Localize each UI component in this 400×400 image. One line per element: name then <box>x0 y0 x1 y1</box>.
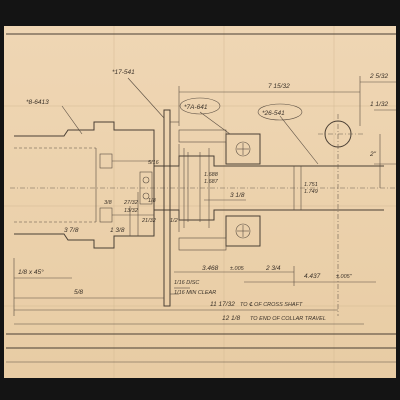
dim-bore-a: 1.688 <box>204 172 219 178</box>
dim-center-len: 3 1/8 <box>230 192 245 199</box>
dimension-lines <box>13 76 396 325</box>
dim-tol-1: ±.005 <box>230 266 245 272</box>
dim-4437: 4.437 <box>304 273 321 280</box>
dim-min-clear: 1/16 MIN CLEAR <box>174 290 216 296</box>
dim-flange-left: 3 7/8 <box>64 227 79 234</box>
dim-small-6: 1/8 <box>148 198 157 204</box>
dim-bore-a2: 1.687 <box>204 179 219 185</box>
dim-tol-2: ±.005" <box>336 274 353 280</box>
dim-disc: 1/16 DISC <box>174 280 199 286</box>
dim-top-width: 7 15/32 <box>268 83 290 90</box>
shaft-assembly <box>139 144 384 232</box>
flange-plate <box>163 109 179 307</box>
dim-top-right: 2 5/32 <box>369 73 388 80</box>
dim-3468: 3.468 <box>202 265 219 272</box>
dim-right-vertical: 2" <box>369 151 377 158</box>
cross-shaft-section <box>318 114 364 316</box>
dim-small-1: 27/32 <box>123 200 138 206</box>
dim-bore-b2: 1.749 <box>304 189 318 195</box>
housing-body <box>14 121 155 249</box>
bearing-bottom <box>178 215 261 251</box>
tag-26-541: *26-541 <box>262 110 285 117</box>
dim-left: 1 3/8 <box>110 227 125 234</box>
tag-leaders <box>61 77 319 165</box>
dim-small-7: 3/8 <box>104 200 113 206</box>
dim-collar-text: TO END OF COLLAR TRAVEL <box>250 316 326 322</box>
dim-2-3-4: 2 3/4 <box>265 265 281 272</box>
tag-7a-641: *7A-641 <box>184 104 208 111</box>
dim-bore-b: 1.751 <box>304 182 318 188</box>
dim-chamfer: 1/8 x 45° <box>18 268 44 276</box>
engineering-drawing: *8-6413 *17-541 *7A-641 *26-541 7 15/32 … <box>4 26 396 378</box>
bearing-top <box>178 129 261 165</box>
dim-small-3: 21/32 <box>141 218 156 224</box>
blueprint-sheet: *8-6413 *17-541 *7A-641 *26-541 7 15/32 … <box>4 26 396 378</box>
dim-shaft-text: TO ℄ OF CROSS SHAFT <box>240 301 303 308</box>
dim-small-5: 5/16 <box>148 160 160 166</box>
tag-17-541: *17-541 <box>112 69 135 76</box>
dim-small-2: 13/32 <box>124 208 138 214</box>
dim-5-8: 5/8 <box>74 289 83 296</box>
dim-shaft: 11 17/32 <box>210 301 235 308</box>
sheet-border <box>6 33 396 363</box>
dim-collar: 12 1/8 <box>222 315 240 322</box>
sheet-grid <box>4 26 396 378</box>
tag-8-6413: *8-6413 <box>26 99 49 106</box>
dim-small-4: 1/2 <box>170 218 178 224</box>
dim-right-small: 1 1/32 <box>370 101 388 108</box>
